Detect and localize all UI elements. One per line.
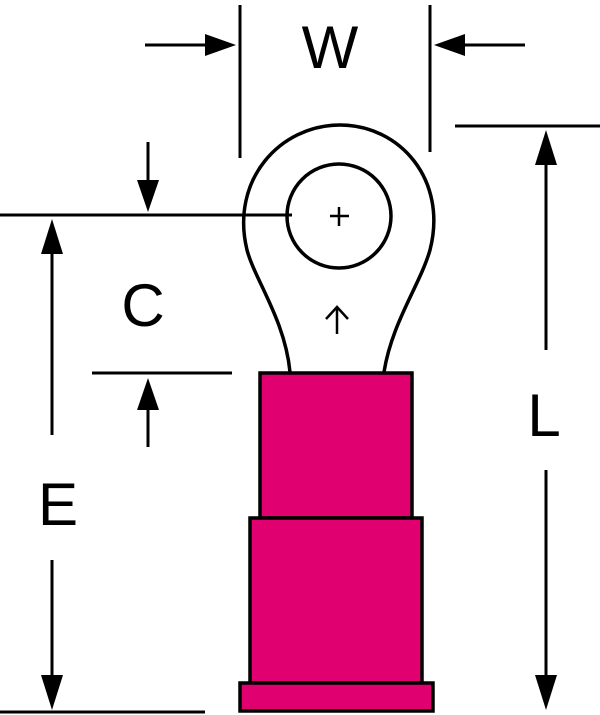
dimension-label-e: E xyxy=(38,471,78,538)
w-left-arrow xyxy=(145,34,236,56)
c-bottom-arrowhead xyxy=(137,378,159,410)
dimension-label-c: C xyxy=(121,272,164,339)
sleeve-lower xyxy=(248,516,424,685)
sleeve-base xyxy=(238,681,435,713)
small-up-arrow-icon xyxy=(325,305,349,334)
l-bottom-arrowhead xyxy=(535,675,557,710)
sleeve-upper xyxy=(258,371,414,520)
dimension-label-w: W xyxy=(302,14,359,81)
e-top-arrowhead xyxy=(41,219,63,254)
l-top-arrowhead xyxy=(535,130,557,165)
dimension-label-l: L xyxy=(527,382,560,449)
e-bottom-arrowhead xyxy=(41,675,63,710)
c-top-arrowhead xyxy=(137,180,159,212)
w-right-arrow xyxy=(434,34,525,56)
